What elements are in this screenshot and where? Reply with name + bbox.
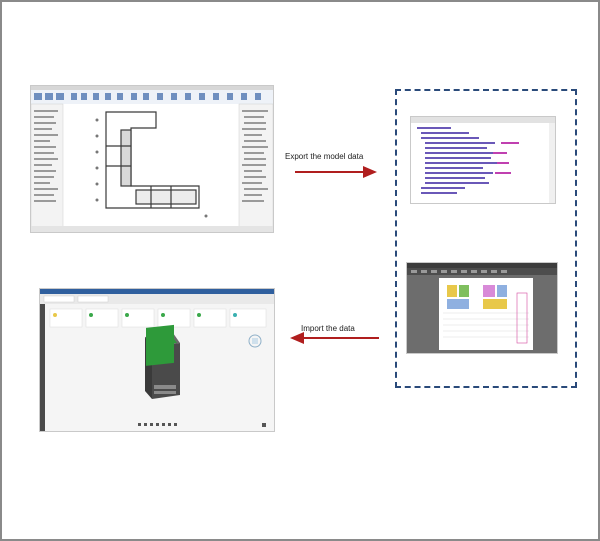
import-label: Import the data — [301, 324, 355, 333]
spreadsheet-graphic — [407, 263, 557, 350]
data-files-group — [395, 89, 577, 388]
revit-floorplan-graphic — [31, 86, 273, 232]
spreadsheet-screenshot — [406, 262, 558, 354]
revit-floorplan-screenshot — [30, 85, 274, 233]
xml-data-graphic — [411, 117, 555, 203]
export-arrow — [295, 166, 377, 178]
import-arrow — [290, 332, 379, 344]
3d-viewer-screenshot — [39, 288, 275, 432]
xml-data-screenshot — [410, 116, 556, 204]
export-label: Export the model data — [285, 152, 364, 161]
3d-viewer-graphic — [40, 289, 274, 431]
